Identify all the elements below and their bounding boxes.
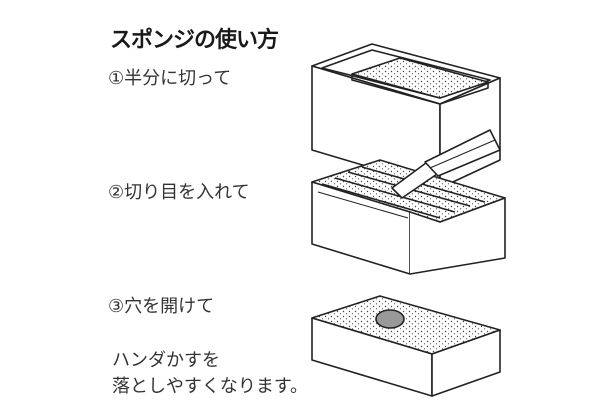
sponge-hole-illustration <box>311 295 501 397</box>
caption-line-2: 落としやすくなります。 <box>112 376 309 397</box>
step-1-label: ①半分に切って <box>108 68 232 89</box>
step-2-label: ②切り目を入れて <box>108 182 250 203</box>
caption-line-1: ハンダかすを <box>112 350 220 371</box>
page-title: スポンジの使い方 <box>110 28 279 53</box>
tray-half-sponge-illustration <box>311 43 501 189</box>
hole-icon <box>375 309 405 329</box>
sponge-cuts-illustration <box>311 129 506 275</box>
step-3-label: ③穴を開けて <box>108 296 215 317</box>
cutter-handle-icon <box>424 129 501 177</box>
